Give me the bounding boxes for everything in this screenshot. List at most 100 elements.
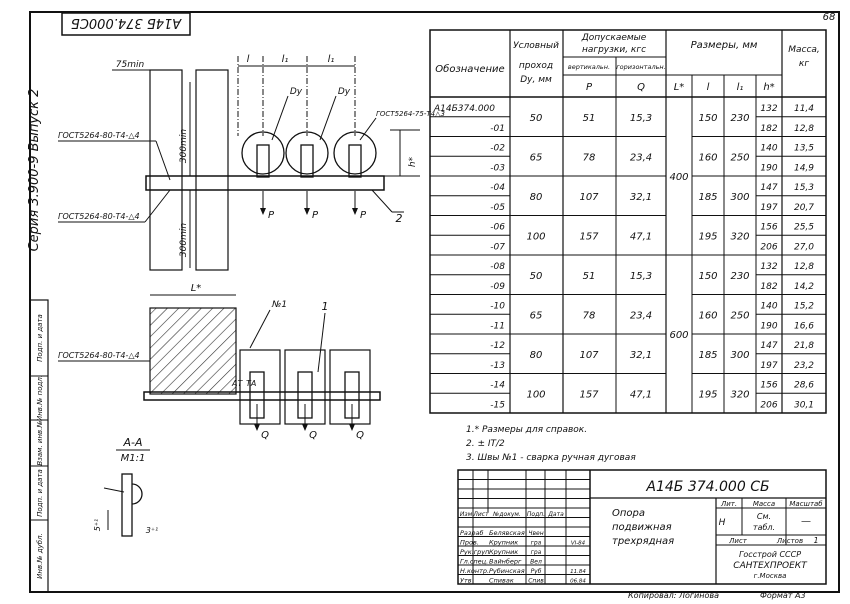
th-dy-1: Условный [513, 41, 559, 51]
load-q-2: Q [309, 430, 317, 441]
tb-role: Гл.спец. [460, 558, 488, 566]
gost-label-3: ГОСТ5264-80-Т4-△4 [58, 351, 140, 360]
cell-h: 156 [760, 223, 777, 233]
tb-person: Белявская [489, 529, 525, 537]
cell-designation: -12 [490, 341, 505, 351]
cell-q: 15,3 [630, 271, 652, 282]
cell-dy: 80 [530, 192, 543, 203]
series-text: Серия 3.900-9 Выпуск 2 [27, 89, 42, 252]
dim-dy-1: Dу [290, 87, 303, 97]
cell-mass: 15,2 [794, 302, 814, 312]
sheet-label: Лист [728, 537, 748, 545]
tb-person: Рубинская [489, 567, 525, 575]
cell-mass: 28,6 [794, 381, 814, 391]
load-p-1: P [268, 210, 275, 221]
th-dy-2: проход [519, 61, 553, 71]
cell-h: 132 [760, 104, 777, 114]
cell-dy: 100 [526, 231, 545, 242]
format: Формат А3 [760, 591, 806, 600]
cell-designation: -08 [490, 262, 505, 272]
callout-2: 2 [396, 212, 403, 225]
tb-sign: Руб [531, 568, 542, 575]
cell-designation: -06 [490, 223, 505, 233]
th-loads-2: нагрузки, кгс [582, 45, 646, 55]
cell-l1: 320 [730, 231, 749, 242]
cell-l1: 230 [730, 271, 749, 282]
cell-designation: -02 [490, 144, 505, 154]
stamp-code: А14Б 374.000СБ [71, 15, 182, 30]
cell-l: 195 [698, 389, 717, 400]
cell-l: 160 [698, 310, 717, 321]
cell-designation: -04 [490, 183, 505, 193]
sheets-label: Листов [776, 537, 803, 545]
title-code: А14Б 374.000 СБ [645, 479, 769, 495]
col-doc: №докум. [492, 511, 521, 518]
cell-mass: 14,9 [794, 163, 814, 173]
side-strip-field-4: Подп. и дата [36, 469, 44, 517]
th-h: h* [763, 82, 774, 93]
section-a-a: А-А М1:1 5⁺¹ 3⁺¹ [93, 436, 159, 537]
dim-3: 3⁺¹ [146, 526, 159, 535]
tb-role: Рук.груп [460, 548, 489, 556]
cell-dy: 100 [526, 389, 545, 400]
mass-value-2: табл. [753, 523, 775, 532]
cell-mass: 12,8 [794, 262, 814, 272]
th-horizontal: горизонтальн. [616, 63, 666, 71]
dim-l1-b: l₁ [328, 54, 335, 65]
side-strip: Подп. и дата Инв.№ подл. Взам. инв.№ Под… [29, 299, 49, 593]
cell-p: 51 [583, 113, 596, 124]
tb-sign: гра [531, 540, 542, 547]
lit-value: Н [719, 518, 726, 528]
cell-h: 206 [760, 400, 777, 410]
cell-q: 47,1 [630, 231, 652, 242]
cell-p: 107 [579, 192, 599, 203]
cell-h: 147 [760, 183, 777, 193]
col-date: Дата [547, 511, 564, 518]
side-strip-field-1: Подп. и дата [36, 314, 44, 362]
tb-sign: гра [531, 549, 542, 556]
note-3: 3. Швы №1 - сварка ручная дуговая [466, 453, 636, 463]
cell-h: 197 [760, 361, 777, 371]
cell-dy: 50 [530, 271, 543, 282]
cell-designation: -14 [490, 381, 505, 391]
tb-role: Пров. [460, 539, 479, 547]
gost-label-1: ГОСТ5264-80-Т4-△4 [58, 131, 140, 140]
stamp-code-box: А14Б 374.000СБ [61, 12, 191, 36]
cell-dy: 50 [530, 113, 543, 124]
load-p-3: P [360, 210, 367, 221]
note-2: 2. ± IT/2 [466, 439, 505, 449]
cell-mass: 12,8 [794, 124, 814, 134]
tb-sign: Спив [528, 578, 544, 585]
cell-h: 140 [760, 302, 777, 312]
dim-l1-a: l₁ [282, 54, 289, 65]
load-p-2: P [312, 210, 319, 221]
title-block: А14Б 374.000 СБ Лит. Н Масса См. табл. М… [457, 469, 827, 585]
weld-ta: ТА [246, 379, 256, 388]
gost-label-2: ГОСТ5264-80-Т4-△4 [58, 212, 140, 221]
tb-sign: Чвен [528, 530, 543, 537]
cell-mass: 25,5 [794, 223, 814, 233]
front-view: 75min l l₁ l₁ Dу Dу ГОСТ5264-75-Т4△3 ГОС… [58, 54, 445, 271]
cell-h: 132 [760, 262, 777, 272]
tb-date: 06.84 [570, 579, 586, 585]
title-name-3: трехрядная [612, 536, 674, 547]
tb-date: VI-84 [571, 541, 586, 547]
tb-person: Крупник [489, 539, 518, 547]
cell-l1: 230 [730, 113, 749, 124]
cell-l: 150 [698, 271, 717, 282]
dim-300min-1: 300min [179, 129, 189, 163]
cell-designation: А14Б374.000 [433, 104, 495, 114]
side-strip-field-2: Инв.№ подл. [36, 375, 44, 421]
th-l1: l₁ [737, 82, 744, 93]
dim-h: h* [408, 156, 418, 167]
cell-h: 190 [760, 163, 777, 173]
cell-h: 156 [760, 381, 777, 391]
tb-person: Вайнберг [489, 558, 522, 566]
th-vertical: вертикальн. [568, 63, 610, 71]
cell-h: 182 [760, 282, 777, 292]
scale-label: Масштаб [789, 500, 823, 508]
cell-p: 157 [579, 389, 599, 400]
th-mass-1: Масса, [788, 45, 820, 55]
